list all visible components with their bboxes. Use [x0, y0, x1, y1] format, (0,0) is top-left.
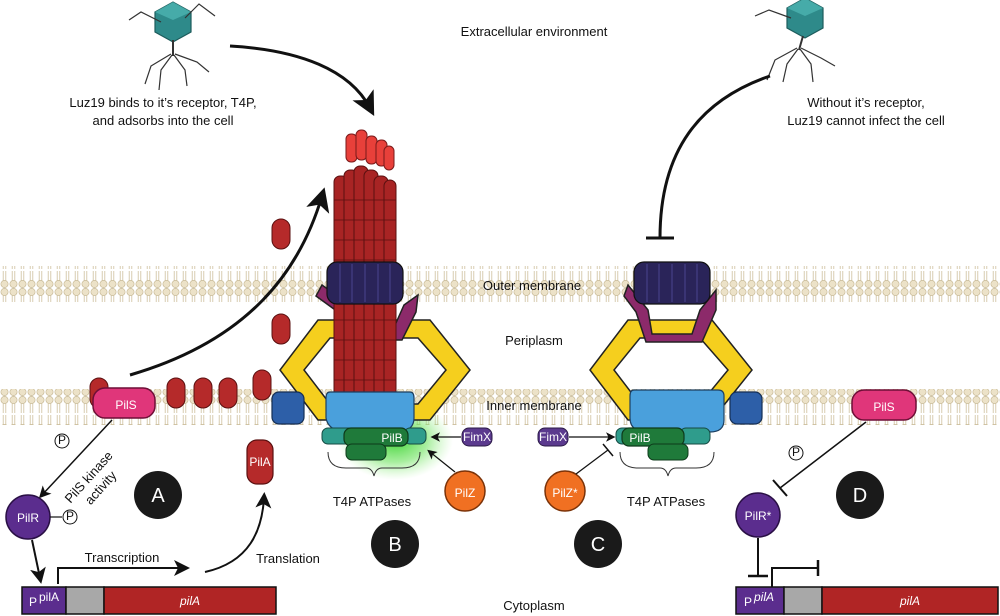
- panel-b-label: B: [388, 534, 401, 556]
- pilr-star-label: PilR*: [745, 509, 772, 523]
- promoter-left-sup: pilA: [39, 590, 59, 604]
- transcription-label: Transcription: [85, 550, 160, 565]
- atpase-brace-right: [619, 451, 715, 477]
- outer-membrane-bilayer: [0, 266, 1000, 302]
- pils-right-inhibition: [779, 421, 867, 489]
- pilz-left: [444, 470, 486, 512]
- pilz-left-label: PilZ: [455, 486, 476, 500]
- without-receptor-text-1: Without it’s receptor,: [807, 95, 925, 110]
- phage-adsorption-arrow: [229, 44, 375, 116]
- pilz-star-label: PilZ*: [552, 486, 578, 500]
- phage-right-icon: [754, 0, 836, 83]
- fimx-right: [537, 427, 569, 447]
- pila-protein-label: PilA: [249, 455, 270, 469]
- phospho-left-label: P: [58, 433, 66, 447]
- translation-label: Translation: [256, 551, 320, 566]
- pils-right-inhibition-bar: [772, 479, 788, 497]
- extracellular-label: Extracellular environment: [461, 24, 608, 39]
- promoter-right-label: P: [744, 595, 752, 609]
- without-receptor-text-2: Luz19 cannot infect the cell: [787, 113, 945, 128]
- t4p-atpases-left-label: T4P ATPases: [333, 494, 412, 509]
- outer-membrane-label: Outer membrane: [483, 278, 581, 293]
- pilz-star: [544, 470, 586, 512]
- t4p-machine-left: PilB T4P ATPases FimX PilZ: [271, 129, 493, 512]
- pils-right: [851, 389, 917, 421]
- pilb-left-lower: [345, 443, 387, 461]
- phospho-left: [54, 433, 70, 449]
- panel-d-badge: [836, 471, 884, 519]
- t4p-atpases-right-label: T4P ATPases: [627, 494, 706, 509]
- gene-left-label: pilA: [179, 594, 200, 608]
- pilz-star-inhibition: [575, 449, 609, 475]
- panel-b-badge: [371, 520, 419, 568]
- fimx-left-label: FimX: [463, 430, 491, 444]
- phospho-pilr: [62, 509, 78, 525]
- promoter-left-label: P: [29, 595, 37, 609]
- phospho-right-label: P: [792, 445, 800, 459]
- pilb-right-lower: [647, 443, 689, 461]
- secretin-ring-right: [623, 283, 717, 343]
- pilz-star-inhibition-bar: [602, 443, 614, 457]
- cytoplasm-label: Cytoplasm: [503, 598, 564, 613]
- pilr-left-label: PilR: [17, 511, 39, 525]
- periplasm-label: Periplasm: [505, 333, 563, 348]
- panel-c-badge: [574, 520, 622, 568]
- phospho-pilr-label: P: [66, 509, 74, 523]
- luz19-binds-text-2: and adsorbs into the cell: [93, 113, 234, 128]
- pilb-right-label: PilB: [629, 431, 650, 445]
- phage-left-icon: [128, 1, 216, 91]
- pils-kinase-arrow: [38, 419, 113, 499]
- inner-membrane-label: Inner membrane: [486, 398, 581, 413]
- pilr-activation-arrow: [30, 539, 46, 584]
- transcription-arrow: [57, 560, 190, 584]
- pilz-left-arrow: [427, 449, 456, 473]
- pilc-left: [325, 391, 415, 433]
- luz19-binds-text-1: Luz19 binds to it’s receptor, T4P,: [69, 95, 256, 110]
- pila-gene-right: P pilA pilA: [735, 586, 999, 615]
- pils-left: [92, 387, 156, 419]
- side-protein-left: [271, 391, 305, 425]
- assembly-platform-left: [279, 319, 471, 421]
- pils-left-label: PilS: [115, 398, 136, 412]
- panel-d-label: D: [853, 485, 867, 507]
- pilc-right: [629, 389, 725, 433]
- panel-a-badge: [134, 471, 182, 519]
- fimx-right-label: FimX: [539, 430, 567, 444]
- t4p-machine-right: PilB T4P ATPases FimX PilZ*: [537, 261, 763, 512]
- gene-right-label: pilA: [899, 594, 920, 608]
- promoter-right-sup: pilA: [753, 590, 774, 604]
- fimx-left: [461, 427, 493, 447]
- pilb-left-label: PilB: [381, 431, 402, 445]
- phage-inhibition-line: [658, 74, 771, 239]
- panel-a-label: A: [151, 485, 165, 507]
- atpase-brace-left: [327, 451, 421, 477]
- pilin-assembly-arrow: [129, 187, 330, 377]
- pila-gene-left: P pilA pilA: [21, 586, 277, 615]
- pilin-subunits: [89, 218, 291, 409]
- phospho-right: [788, 445, 804, 461]
- translation-arrow: [204, 492, 272, 573]
- pils-right-label: PilS: [873, 400, 894, 414]
- blocked-transcription: [771, 567, 818, 587]
- panel-c-label: C: [591, 534, 605, 556]
- pila-protein: [246, 439, 274, 485]
- pilr-star: [735, 492, 781, 538]
- side-protein-right: [729, 391, 763, 425]
